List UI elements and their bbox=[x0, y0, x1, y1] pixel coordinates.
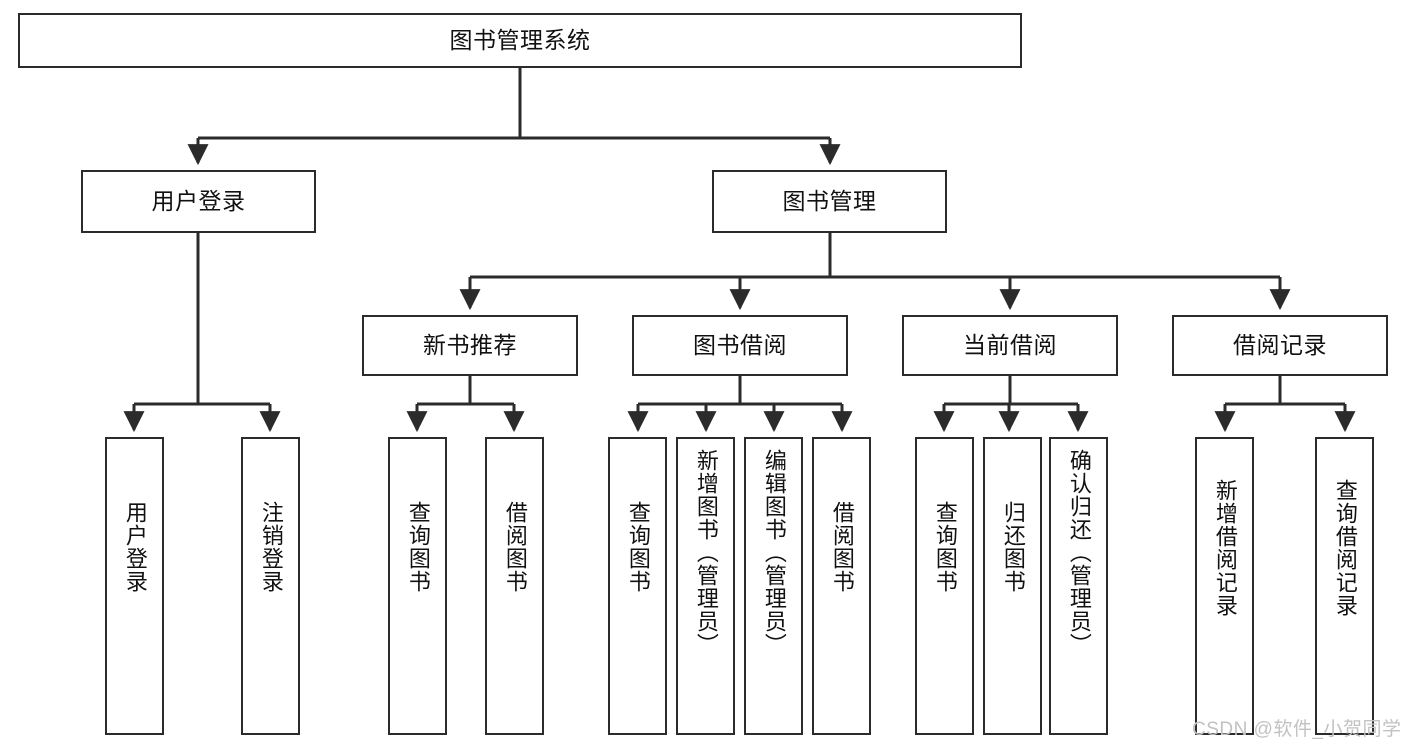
node-leaf-return-book[interactable]: 归还图书 bbox=[983, 437, 1042, 735]
node-label: 用户登录 bbox=[151, 187, 246, 214]
node-label: 新增借阅记录 bbox=[1212, 479, 1238, 617]
node-label: 编辑图书（管理员） bbox=[761, 449, 787, 656]
node-leaf-add-record[interactable]: 新增借阅记录 bbox=[1195, 437, 1254, 735]
node-label: 新书推荐 bbox=[423, 331, 517, 358]
node-leaf-user-logout[interactable]: 注销登录 bbox=[241, 437, 300, 735]
node-book-management[interactable]: 图书管理 bbox=[712, 170, 947, 233]
node-current-borrow[interactable]: 当前借阅 bbox=[902, 315, 1118, 376]
node-label: 确认归还（管理员） bbox=[1066, 449, 1092, 656]
node-label: 图书借阅 bbox=[693, 331, 787, 358]
node-label: 查询图书 bbox=[932, 501, 958, 593]
node-leaf-query-book-2[interactable]: 查询图书 bbox=[608, 437, 667, 735]
node-root-system[interactable]: 图书管理系统 bbox=[18, 13, 1022, 68]
node-label: 图书管理系统 bbox=[449, 26, 591, 53]
node-label: 查询图书 bbox=[405, 501, 431, 593]
node-book-borrow[interactable]: 图书借阅 bbox=[632, 315, 848, 376]
node-new-book-recommend[interactable]: 新书推荐 bbox=[362, 315, 578, 376]
node-leaf-query-book-3[interactable]: 查询图书 bbox=[915, 437, 974, 735]
node-leaf-add-book[interactable]: 新增图书（管理员） bbox=[676, 437, 735, 735]
node-leaf-query-record[interactable]: 查询借阅记录 bbox=[1315, 437, 1374, 735]
node-user-login[interactable]: 用户登录 bbox=[81, 170, 316, 233]
node-leaf-user-login[interactable]: 用户登录 bbox=[105, 437, 164, 735]
node-label: 借阅图书 bbox=[502, 501, 528, 593]
node-leaf-confirm-return[interactable]: 确认归还（管理员） bbox=[1049, 437, 1108, 735]
node-leaf-borrow-book-2[interactable]: 借阅图书 bbox=[812, 437, 871, 735]
node-leaf-edit-book[interactable]: 编辑图书（管理员） bbox=[744, 437, 803, 735]
node-borrow-record[interactable]: 借阅记录 bbox=[1172, 315, 1388, 376]
watermark-text: CSDN @软件_小贺同学 bbox=[1192, 719, 1402, 740]
node-label: 查询图书 bbox=[625, 501, 651, 593]
node-label: 图书管理 bbox=[782, 187, 877, 214]
node-label: 归还图书 bbox=[1000, 501, 1026, 593]
node-leaf-borrow-book-1[interactable]: 借阅图书 bbox=[485, 437, 544, 735]
node-label: 用户登录 bbox=[122, 501, 148, 593]
node-label: 借阅记录 bbox=[1233, 331, 1327, 358]
node-label: 当前借阅 bbox=[963, 331, 1057, 358]
node-label: 新增图书（管理员） bbox=[693, 449, 719, 656]
node-label: 注销登录 bbox=[258, 501, 284, 593]
node-leaf-query-book-1[interactable]: 查询图书 bbox=[388, 437, 447, 735]
node-label: 借阅图书 bbox=[829, 501, 855, 593]
node-label: 查询借阅记录 bbox=[1332, 479, 1358, 617]
